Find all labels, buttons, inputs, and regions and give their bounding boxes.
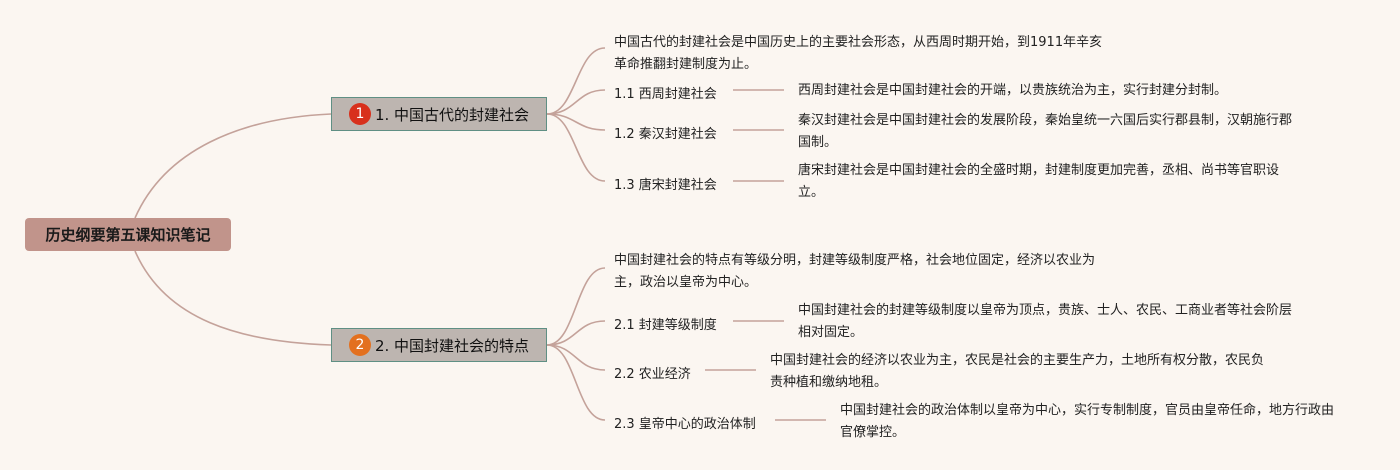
connector-topic-1-sub-1 bbox=[546, 89, 606, 115]
topic-1-node[interactable]: 1 1. 中国古代的封建社会 bbox=[331, 97, 547, 131]
subtopic-2-2[interactable]: 2.2 农业经济 bbox=[614, 367, 691, 382]
topic-2-summary[interactable]: 中国封建社会的特点有等级分明，封建等级制度严格，社会地位固定，经济以农业为主，政… bbox=[614, 253, 1096, 290]
detail-1-1[interactable]: 西周封建社会是中国封建社会的开端，以贵族统治为主，实行封建分封制。 bbox=[798, 83, 1228, 98]
connector-root-topic-1 bbox=[134, 113, 332, 219]
connector-topic-1-sub-3 bbox=[546, 113, 606, 182]
connector-topic-2-sub-2 bbox=[546, 344, 606, 371]
connector-topic-2-sub-3 bbox=[546, 344, 606, 421]
connector-topic-2-summary bbox=[546, 267, 606, 346]
subtopic-1-3[interactable]: 1.3 唐宋封建社会 bbox=[614, 178, 717, 193]
detail-1-2[interactable]: 秦汉封建社会是中国封建社会的发展阶段，秦始皇统一六国后实行郡县制，汉朝施行郡国制… bbox=[798, 113, 1293, 150]
detail-2-3[interactable]: 中国封建社会的政治体制以皇帝为中心，实行专制制度，官员由皇帝任命，地方行政由官僚… bbox=[840, 403, 1335, 440]
connector-topic-2-sub-1 bbox=[546, 320, 606, 346]
subtopic-1-2[interactable]: 1.2 秦汉封建社会 bbox=[614, 127, 717, 142]
topic-1-summary[interactable]: 中国古代的封建社会是中国历史上的主要社会形态，从西周时期开始，到1911年辛亥革… bbox=[614, 35, 1103, 72]
topic-2-node[interactable]: 2 2. 中国封建社会的特点 bbox=[331, 328, 547, 362]
connector-root-topic-2 bbox=[134, 250, 332, 346]
subtopic-1-1[interactable]: 1.1 西周封建社会 bbox=[614, 87, 717, 102]
topic-1-label: 1. 中国古代的封建社会 bbox=[374, 105, 530, 124]
subtopic-2-1[interactable]: 2.1 封建等级制度 bbox=[614, 318, 717, 333]
priority-2-icon: 2 bbox=[348, 334, 371, 356]
connector-topic-1-sub-2 bbox=[546, 113, 606, 131]
subtopic-2-3[interactable]: 2.3 皇帝中心的政治体制 bbox=[614, 417, 756, 432]
root-node[interactable]: 历史纲要第五课知识笔记 bbox=[25, 218, 231, 251]
detail-1-3[interactable]: 唐宋封建社会是中国封建社会的全盛时期，封建制度更加完善，丞相、尚书等官职设立。 bbox=[798, 163, 1280, 200]
detail-2-2[interactable]: 中国封建社会的经济以农业为主，农民是社会的主要生产力，土地所有权分散，农民负责种… bbox=[770, 353, 1265, 390]
detail-2-1[interactable]: 中国封建社会的封建等级制度以皇帝为顶点，贵族、士人、农民、工商业者等社会阶层相对… bbox=[798, 303, 1293, 340]
priority-1-icon: 1 bbox=[348, 103, 371, 125]
connector-topic-1-summary bbox=[546, 47, 606, 115]
topic-2-label: 2. 中国封建社会的特点 bbox=[374, 336, 530, 355]
